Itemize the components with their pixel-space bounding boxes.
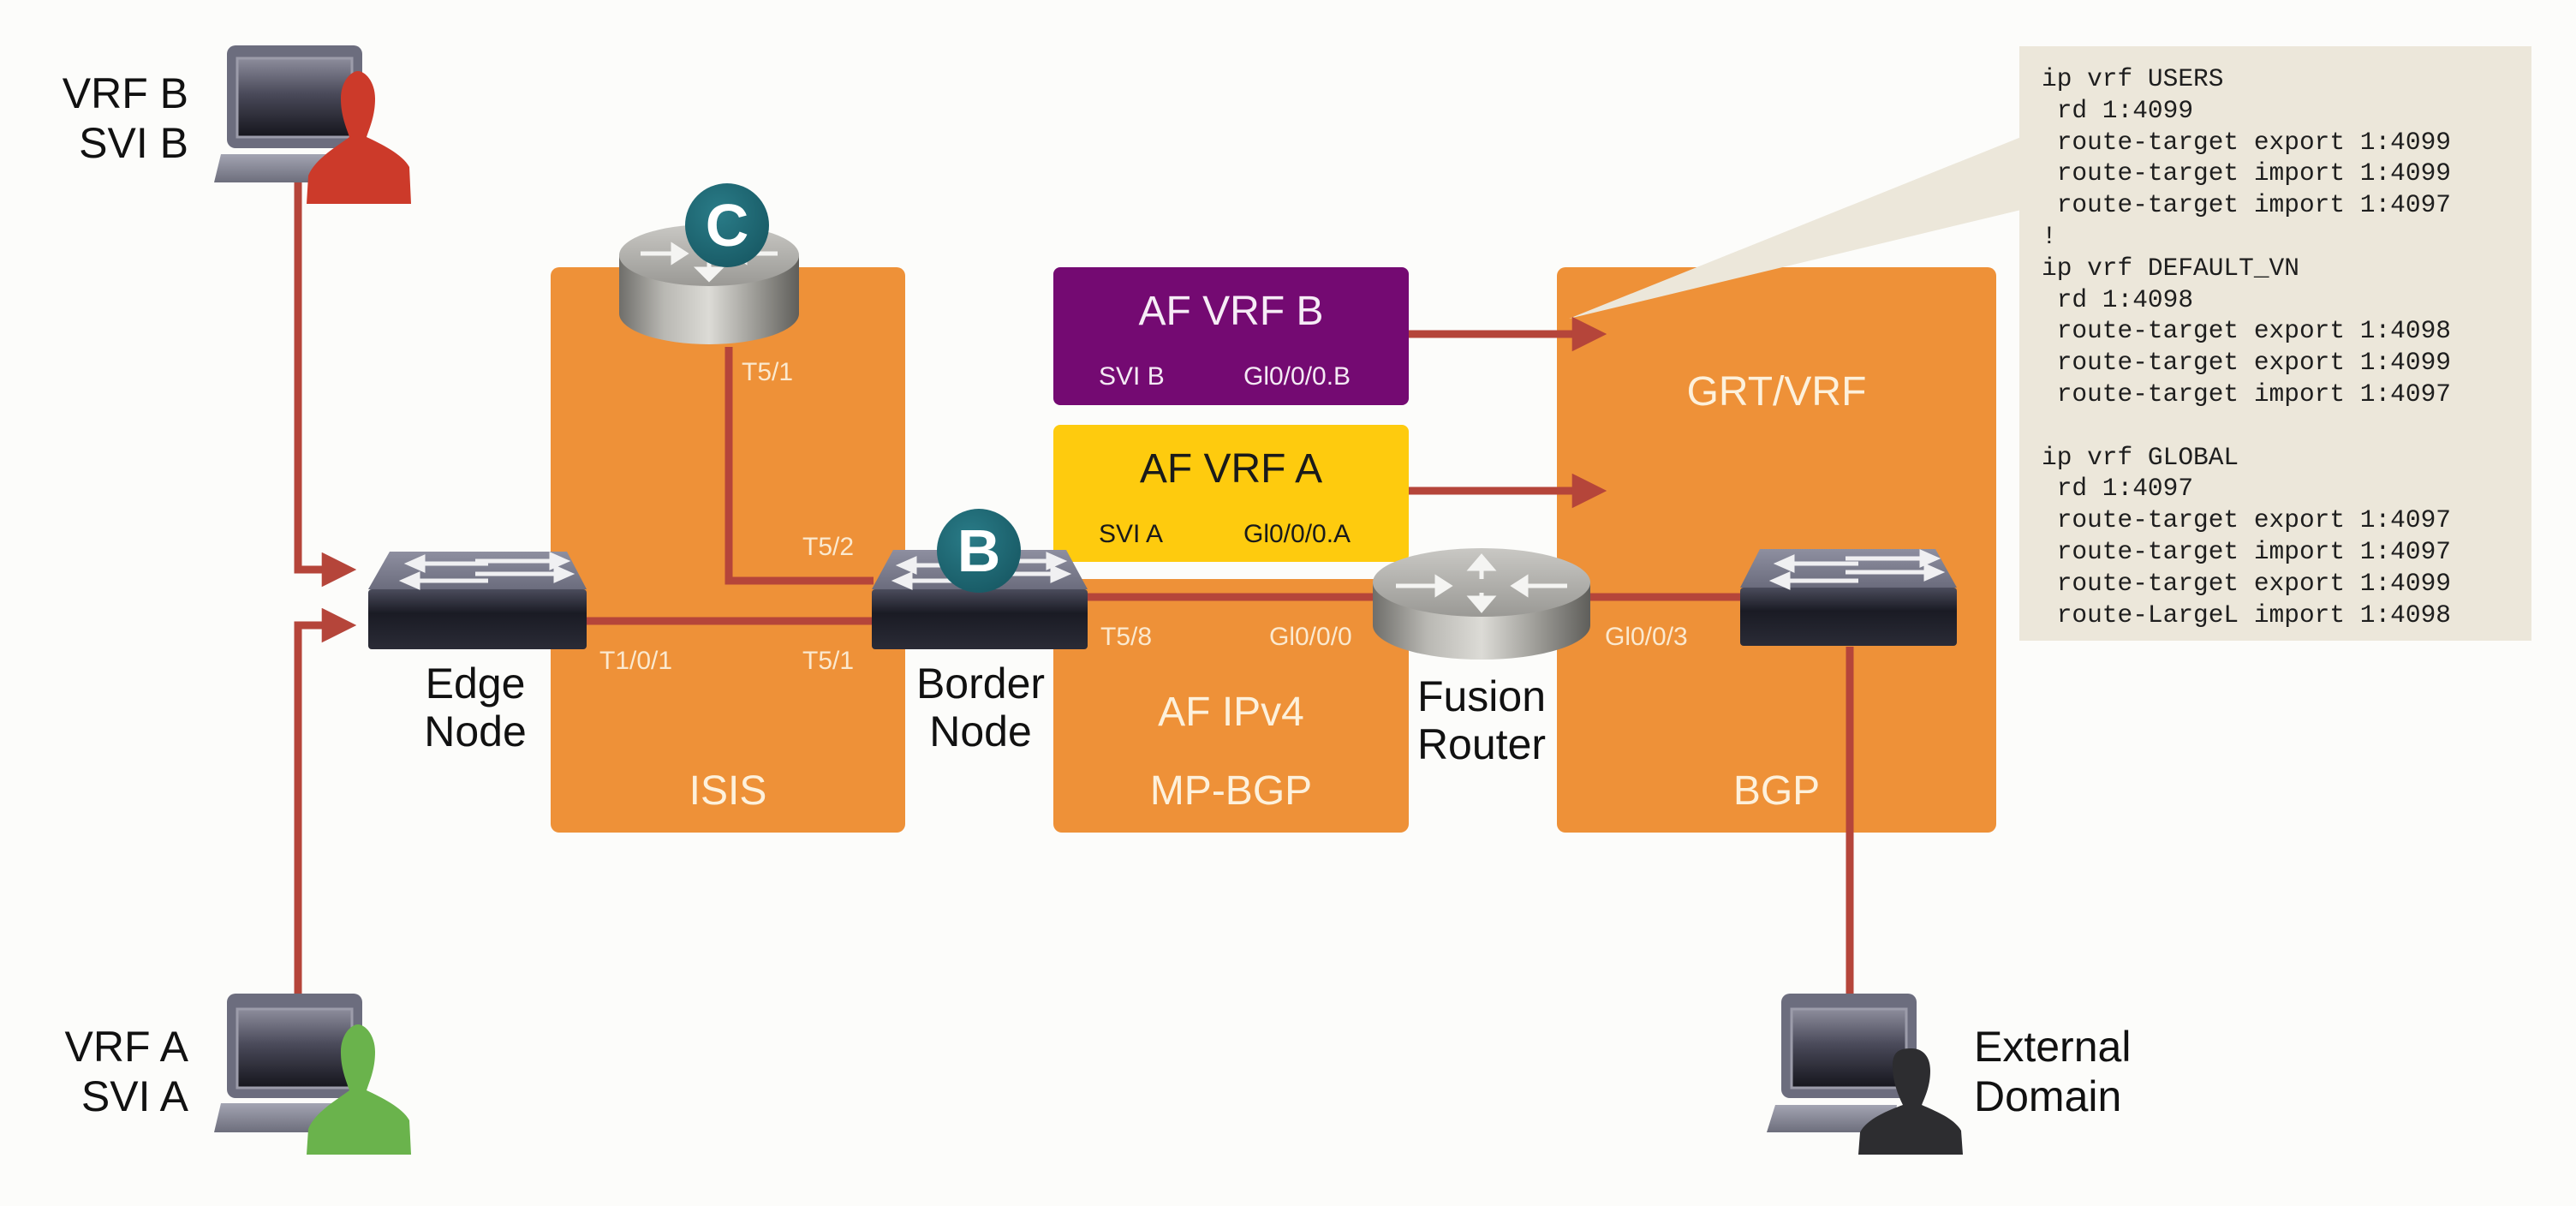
config-line: route-LargeL import 1:4098: [2042, 600, 2451, 630]
af-vrf-a-svi: SVI A: [1099, 520, 1164, 548]
config-line: !: [2042, 221, 2057, 251]
vrf-a-svi: SVI A: [80, 1072, 188, 1120]
port-c-t5-1: T5/1: [742, 358, 794, 386]
border-node-label: Border Node: [908, 660, 1053, 755]
links: [294, 180, 1854, 998]
link-control-to-border: [724, 347, 874, 585]
fusion-router-icon: [1373, 548, 1590, 660]
config-line: route-target import 1:4099: [2042, 158, 2451, 188]
external-line1: External: [1974, 1023, 2132, 1071]
user-green-icon: [307, 1024, 411, 1155]
link-vrf-a-user-to-edge: [294, 607, 357, 994]
bgp-label: BGP: [1732, 768, 1821, 814]
laptop-vrf-a-icon: [214, 994, 368, 1132]
edge-node-label-line2: Node: [424, 707, 527, 755]
edge-node-label-line1: Edge: [425, 660, 526, 707]
port-b-t5-2: T5/2: [802, 533, 855, 561]
af-vrf-a-iface: Gl0/0/0.A: [1243, 520, 1351, 548]
control-badge-icon: [685, 183, 769, 267]
vrf-b-name: VRF B: [62, 69, 188, 117]
af-vrf-b-iface: Gl0/0/0.B: [1243, 362, 1351, 391]
external-switch-icon: [1740, 549, 1957, 646]
config-line: [2042, 410, 2451, 442]
config-line: rd 1:4098: [2042, 284, 2194, 314]
port-fusion-gi0-0-3: Gl0/0/3: [1605, 623, 1688, 651]
port-edge-t1-0-1: T1/0/1: [599, 647, 673, 675]
link-vrf-b-user-to-edge: [294, 180, 357, 588]
af-vrf-b-title: AF VRF B: [1138, 289, 1324, 334]
fusion-router-label-line1: Fusion: [1416, 672, 1547, 720]
af-vrf-b-svi: SVI B: [1099, 362, 1165, 391]
edge-node-label: Edge Node: [411, 660, 540, 755]
config-line: route-target export 1:4097: [2042, 505, 2451, 535]
user-red-icon: [307, 71, 411, 204]
grt-vrf-label: GRT/VRF: [1686, 369, 1867, 415]
config-line: route-target export 1:4099: [2042, 127, 2451, 157]
config-line: route-target export 1:4099: [2042, 568, 2451, 598]
control-badge-letter: C: [705, 192, 749, 259]
border-node-label-line2: Node: [929, 707, 1032, 755]
config-line: route-target import 1:4097: [2042, 536, 2451, 566]
af-ipv4-label: AF IPv4: [1158, 690, 1304, 735]
config-line: ip vrf DEFAULT_VN: [2042, 253, 2299, 283]
external-domain-label: External Domain: [1974, 1022, 2131, 1121]
external-line2: Domain: [1974, 1072, 2122, 1120]
vrf-a-endpoint-label: VRF A SVI A: [34, 1022, 188, 1121]
mp-bgp-label: MP-BGP: [1149, 768, 1313, 814]
af-vrf-b-box: [1053, 267, 1409, 405]
config-line: route-target export 1:4098: [2042, 316, 2451, 346]
vrf-a-name: VRF A: [64, 1023, 188, 1071]
config-line: ip vrf USERS: [2042, 64, 2224, 93]
config-line: route-target export 1:4099: [2042, 348, 2451, 378]
laptop-vrf-b-icon: [214, 45, 368, 182]
port-b-t5-1: T5/1: [802, 647, 855, 675]
vrf-config-panel: ip vrf USERS rd 1:4099 route-target expo…: [2019, 46, 2531, 641]
port-b-t5-8: T5/8: [1100, 623, 1153, 651]
edge-node-switch-icon: [368, 552, 587, 649]
user-black-icon: [1858, 1048, 1963, 1155]
af-vrf-a-title: AF VRF A: [1139, 446, 1323, 492]
border-node-label-line1: Border: [915, 660, 1046, 707]
vrf-b-svi: SVI B: [79, 119, 188, 167]
fusion-router-label-line2: Router: [1416, 720, 1547, 768]
config-line: rd 1:4099: [2042, 95, 2194, 125]
config-line: rd 1:4097: [2042, 474, 2194, 504]
config-line: ip vrf GLOBAL: [2042, 442, 2239, 472]
vrf-b-endpoint-label: VRF B SVI B: [34, 69, 188, 168]
laptop-external-icon: [1767, 994, 1917, 1132]
port-fusion-gi0-0-0: Gl0/0/0: [1269, 623, 1352, 651]
fusion-router-label: Fusion Router: [1409, 672, 1554, 768]
config-line: route-target import 1:4097: [2042, 190, 2451, 220]
border-badge-icon: [937, 509, 1021, 593]
config-line: route-target import 1:4097: [2042, 379, 2451, 409]
isis-label: ISIS: [689, 768, 767, 814]
vrf-config-text: ip vrf USERS rd 1:4099 route-target expo…: [2042, 63, 2451, 630]
mpbgp-domain-box: [1053, 579, 1409, 833]
af-vrf-a-box: [1053, 425, 1409, 562]
config-callout-pointer: [1569, 137, 2021, 319]
border-badge-letter: B: [957, 517, 1001, 584]
